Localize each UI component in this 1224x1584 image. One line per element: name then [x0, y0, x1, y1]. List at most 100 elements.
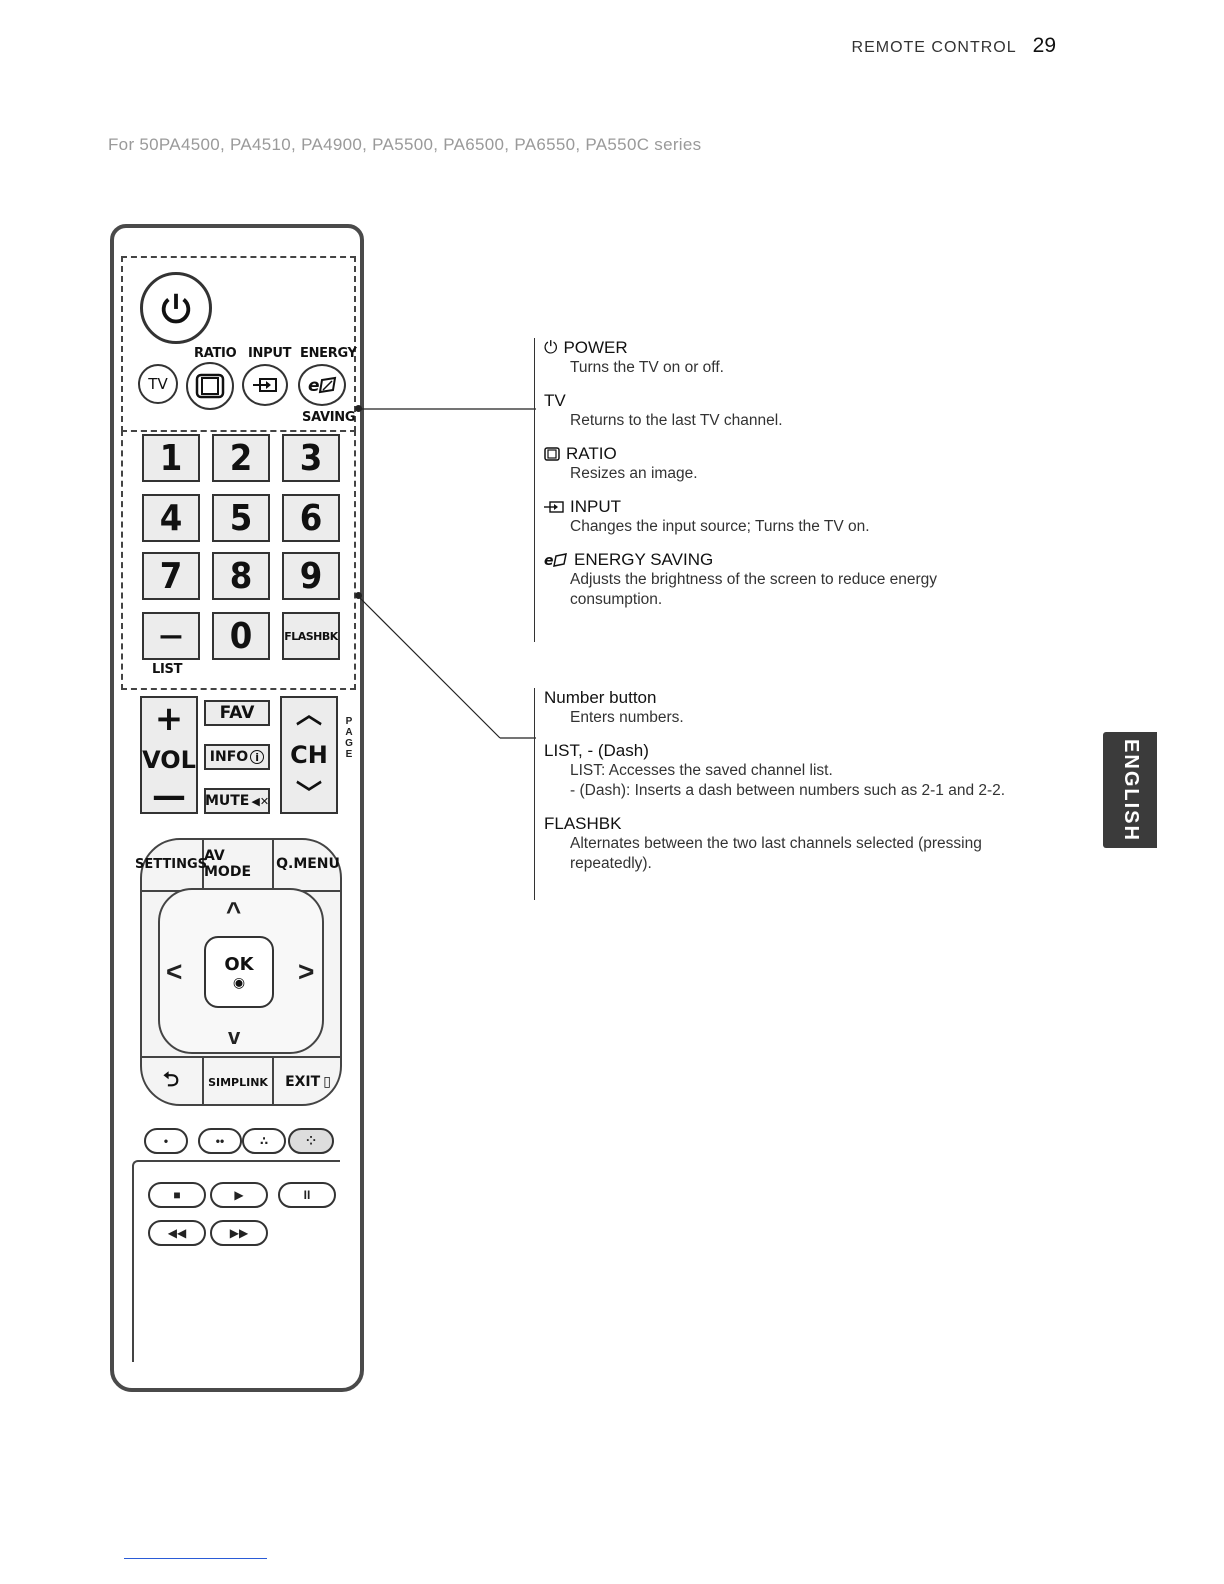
green-color-button[interactable]: ••: [198, 1128, 242, 1154]
tv-title: TV: [544, 391, 566, 410]
power-text: Turns the TV on or off.: [570, 359, 724, 376]
tv-text: Returns to the last TV channel.: [570, 412, 783, 429]
pause-button[interactable]: II: [278, 1182, 336, 1208]
play-button[interactable]: ▶: [210, 1182, 268, 1208]
input-icon: [253, 378, 277, 392]
flashbk-button[interactable]: FLASHBK: [282, 612, 340, 660]
yellow-color-button[interactable]: ∴: [242, 1128, 286, 1154]
dash-list-button[interactable]: —: [142, 612, 200, 660]
playback-panel-outline: [132, 1160, 340, 1362]
number-0-button[interactable]: 0: [212, 612, 270, 660]
power-title: POWER: [563, 338, 628, 357]
input-description: INPUT Changes the input source; Turns th…: [535, 497, 1010, 537]
list-text: LIST: Accesses the saved channel list.: [570, 762, 833, 779]
info-label: INFO: [209, 749, 249, 765]
right-arrow-icon[interactable]: >: [298, 956, 315, 987]
exit-button[interactable]: EXIT ▯: [274, 1056, 342, 1106]
rewind-button[interactable]: ◀◀: [148, 1220, 206, 1246]
energy-saving-icon: e: [308, 376, 337, 395]
callout-dot-numbers: [355, 592, 362, 599]
simplink-label: SIMPLINK: [208, 1075, 268, 1089]
vol-label: VOL: [142, 746, 196, 774]
q-menu-button[interactable]: Q.MENU: [274, 838, 342, 892]
back-button[interactable]: ⮌: [140, 1056, 204, 1106]
number-button-description: Number button Enters numbers.: [535, 688, 1060, 728]
tv-button[interactable]: TV: [138, 364, 178, 404]
number-7-button[interactable]: 7: [142, 552, 200, 600]
left-arrow-icon[interactable]: <: [166, 956, 183, 987]
description-group-top: ⏻POWER Turns the TV on or off. TV Return…: [534, 338, 1010, 642]
exit-door-icon: ▯: [323, 1074, 331, 1090]
input-button[interactable]: [242, 364, 288, 406]
number-button-group-outline: [121, 430, 356, 690]
callout-lines: [357, 408, 536, 739]
flashbk-title: FLASHBK: [544, 814, 622, 833]
volume-up-icon: +: [154, 699, 184, 739]
power-button[interactable]: [140, 272, 212, 344]
page-label-text: PAGE: [345, 716, 353, 760]
number-6-button[interactable]: 6: [282, 494, 340, 542]
info-icon: i: [250, 750, 265, 764]
saving-label: SAVING: [302, 410, 356, 425]
mute-label: MUTE: [204, 793, 250, 809]
description-group-numbers: Number button Enters numbers. LIST, - (D…: [534, 688, 1060, 900]
energy-label: ENERGY: [300, 346, 357, 361]
info-button[interactable]: INFO i: [204, 744, 270, 770]
flashbk-text: Alternates between the two last channels…: [570, 835, 982, 872]
input-icon: [544, 501, 564, 513]
svg-text:e: e: [308, 376, 320, 395]
ratio-icon: [544, 447, 560, 461]
energy-saving-description: e ENERGY SAVING Adjusts the brightness o…: [535, 550, 1010, 610]
volume-down-icon: —: [152, 776, 186, 816]
number-button-text: Enters numbers.: [570, 709, 684, 726]
ratio-description: RATIO Resizes an image.: [535, 444, 1010, 484]
red-color-button[interactable]: •: [144, 1128, 188, 1154]
back-icon: ⮌: [162, 1067, 180, 1091]
dash-text: - (Dash): Inserts a dash between numbers…: [570, 782, 1006, 799]
model-series-line: For 50PA4500, PA4510, PA4900, PA5500, PA…: [108, 135, 702, 154]
fav-button[interactable]: FAV: [204, 700, 270, 726]
number-button-title: Number button: [544, 688, 657, 707]
page-header: REMOTE CONTROL 29: [852, 34, 1056, 58]
svg-text:e: e: [544, 553, 554, 568]
number-2-button[interactable]: 2: [212, 434, 270, 482]
input-label: INPUT: [248, 346, 292, 361]
ratio-button[interactable]: [186, 362, 234, 410]
ok-button[interactable]: OK ◉: [204, 936, 274, 1008]
ratio-title: RATIO: [566, 444, 617, 463]
power-description: ⏻POWER Turns the TV on or off.: [535, 338, 1010, 378]
simplink-button[interactable]: SIMPLINK: [204, 1056, 274, 1106]
ratio-icon: [195, 373, 225, 399]
volume-rocker[interactable]: + VOL —: [140, 696, 198, 814]
section-title: REMOTE CONTROL: [851, 39, 1017, 56]
number-8-button[interactable]: 8: [212, 552, 270, 600]
up-arrow-icon[interactable]: ^: [226, 896, 242, 926]
mute-icon: ◀✕: [251, 794, 270, 808]
input-title: INPUT: [570, 497, 621, 516]
settings-button[interactable]: SETTINGS: [135, 838, 207, 892]
mute-button[interactable]: MUTE ◀✕: [204, 788, 270, 814]
fast-forward-button[interactable]: ▶▶: [210, 1220, 268, 1246]
number-1-button[interactable]: 1: [142, 434, 200, 482]
channel-rocker[interactable]: ︿ CH ﹀: [280, 696, 338, 814]
energy-saving-title: ENERGY SAVING: [574, 550, 714, 569]
flashbk-description: FLASHBK Alternates between the two last …: [535, 814, 1060, 874]
blue-color-button[interactable]: ⁘: [288, 1128, 334, 1154]
stop-button[interactable]: ■: [148, 1182, 206, 1208]
callout-dot-top: [355, 405, 362, 412]
number-3-button[interactable]: 3: [282, 434, 340, 482]
energy-saving-button[interactable]: e: [298, 364, 346, 406]
number-5-button[interactable]: 5: [212, 494, 270, 542]
number-4-button[interactable]: 4: [142, 494, 200, 542]
channel-down-icon: ﹀: [295, 780, 322, 810]
number-9-button[interactable]: 9: [282, 552, 340, 600]
remote-control-illustration: RATIO INPUT ENERGY TV e SAVING 1 2 3 4 5…: [110, 224, 364, 1392]
down-arrow-icon[interactable]: v: [228, 1024, 241, 1049]
ratio-label: RATIO: [194, 346, 237, 361]
av-mode-button[interactable]: AV MODE: [204, 838, 274, 892]
energy-saving-icon: e: [544, 553, 567, 568]
ok-dot-icon: ◉: [232, 974, 246, 991]
list-dash-title: LIST, - (Dash): [544, 741, 649, 760]
channel-up-icon: ︿: [295, 700, 322, 730]
list-dash-description: LIST, - (Dash) LIST: Accesses the saved …: [535, 741, 1060, 801]
